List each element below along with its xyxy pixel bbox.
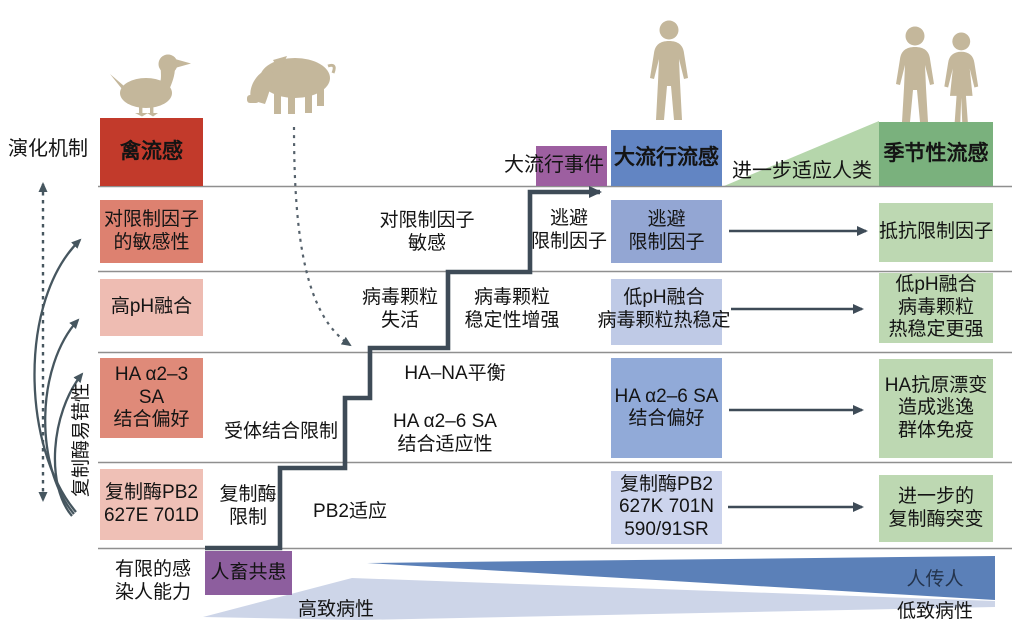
low-pathogenicity-label: 低致病性	[896, 601, 973, 622]
ha-na-balance-text: HA–NA平衡	[404, 363, 506, 384]
avian-restriction-box: 对限制因子 的敏感性	[100, 200, 203, 263]
receptor-restriction-text: 受体结合限制	[223, 421, 338, 442]
particle-stability-text: 病毒颗粒 稳定性增强	[464, 287, 560, 332]
seasonal-flu-header-box: 季节性流感	[879, 122, 993, 186]
human-to-human-label: 人传人	[906, 569, 964, 590]
ha-adaptation-text: HA α2–6 SA 结合适应性	[393, 411, 497, 456]
seasonal-ph-fusion-box: 低pH融合 病毒颗粒 热稳定更强	[879, 273, 993, 343]
seasonal-polymerase-box: 进一步的 复制酶突变	[879, 475, 993, 542]
restriction-sensitive-text: 对限制因子 敏感	[379, 210, 475, 255]
seasonal-receptor-box: HA抗原漂变 造成逃逸 群体免疫	[879, 359, 993, 458]
zoonotic-box: 人畜共患	[205, 551, 292, 595]
adaptation-label: 进一步适应人类	[732, 160, 872, 182]
mechanism-title: 演化机制	[8, 138, 88, 160]
human-to-human-wedge	[367, 556, 995, 600]
pandemic-ph-fusion-box	[611, 279, 722, 345]
duck-icon	[110, 54, 191, 117]
pandemic-polymerase-box: 复制酶PB2 627K 701N 590/91SR	[611, 471, 722, 544]
limited-infection-text: 有限的感 染人能力	[114, 559, 191, 604]
pig-dashed-arrow	[292, 126, 352, 347]
avian-ph-fusion-box: 高pH融合	[100, 279, 203, 336]
polymerase-restriction-text: 复制酶 限制	[219, 484, 277, 529]
pandemic-event-label: 大流行事件	[504, 154, 604, 176]
flow-arrows	[728, 226, 868, 512]
avian-flu-header-box: 禽流感	[100, 118, 203, 186]
high-pathogenicity-label: 高致病性	[297, 599, 374, 620]
humans-pair-icon	[896, 26, 979, 123]
pandemic-receptor-box: HA α2–6 SA 结合偏好	[611, 358, 722, 458]
pig-icon	[247, 56, 336, 114]
pandemic-ph-fusion-text: 低pH融合 病毒颗粒热稳定	[597, 287, 731, 332]
seasonal-restriction-box: 抵抗限制因子	[879, 203, 993, 262]
adaptation-triangle	[724, 121, 879, 186]
row-separator-lines	[98, 185, 1012, 550]
error-prone-label: 复制酶易错性	[71, 383, 92, 498]
pandemic-event-box	[536, 146, 607, 186]
pandemic-restriction-box: 逃避 限制因子	[611, 200, 722, 263]
staircase-path	[205, 186, 602, 551]
human-icon	[650, 20, 688, 120]
pandemic-flu-header-box: 大流行流感	[611, 130, 722, 186]
pb2-adaptation-text: PB2适应	[313, 501, 387, 522]
avian-receptor-box: HA α2–3 SA 结合偏好	[100, 358, 203, 438]
restriction-escape-step-text: 逃避 限制因子	[530, 208, 607, 253]
particle-inactivation-text: 病毒颗粒 失活	[361, 287, 438, 332]
avian-polymerase-box: 复制酶PB2 627E 701D	[100, 469, 203, 540]
high-pathogenicity-wedge	[203, 578, 995, 620]
